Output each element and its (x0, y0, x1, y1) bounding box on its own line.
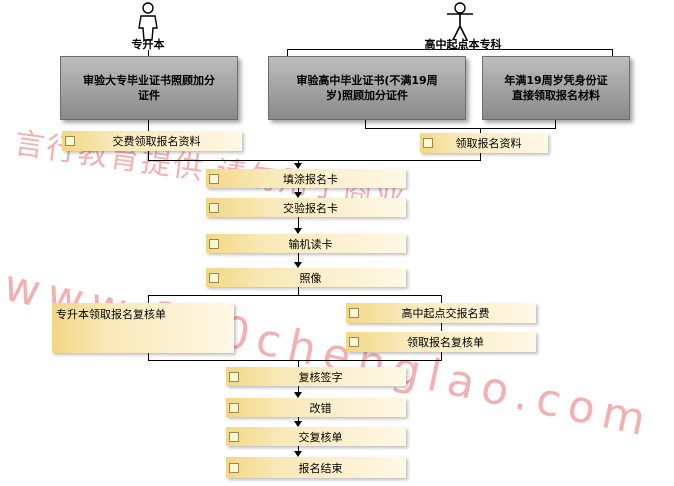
step-pay-get-materials-label: 交费领取报名资料 (112, 135, 201, 148)
person-icon-right (447, 2, 473, 41)
review-highschool-certificate-box: 审验高中毕业证书(不满19周岁)照顾加分证件 (268, 56, 466, 120)
step-get-materials: 领取报名资料 (420, 133, 548, 153)
step-input-card: 输机读卡 (206, 234, 406, 253)
step-review-sign: 复核签字 (226, 367, 406, 386)
age19-materials-box: 年满19周岁凭身份证直接领取报名材料 (482, 56, 630, 120)
step-get-review-sheet: 领取报名复核单 (346, 332, 536, 352)
step-end-label: 报名结束 (298, 461, 343, 475)
step-pay-get-materials: 交费领取报名资料 (62, 131, 242, 151)
step-get-materials-label: 领取报名资料 (455, 137, 522, 150)
step-photo: 照像 (206, 268, 406, 287)
review-bachelor-certificate-text: 审验大专毕业证书照顾加分证件 (83, 74, 215, 102)
step-bachelor-get-review-label: 专升本领取报名复核单 (56, 308, 166, 321)
review-bachelor-certificate-box: 审验大专毕业证书照顾加分证件 (60, 56, 238, 120)
step-fill-card: 填涂报名卡 (206, 169, 406, 188)
step-correct-label: 改错 (309, 401, 332, 415)
step-submit-review-label: 交复核单 (298, 430, 343, 444)
person-icon-left (138, 2, 158, 41)
step-get-review-sheet-label: 领取报名复核单 (407, 336, 484, 349)
step-review-sign-label: 复核签字 (298, 370, 343, 384)
track-label-highschool: 高中起点本专科 (424, 38, 502, 51)
step-bachelor-get-review: 专升本领取报名复核单 (52, 303, 234, 353)
step-hs-pay-fee-label: 高中起点交报名费 (401, 307, 490, 320)
step-submit-card: 交验报名卡 (206, 198, 406, 217)
step-hs-pay-fee: 高中起点交报名费 (346, 303, 536, 323)
step-submit-card-label: 交验报名卡 (283, 201, 338, 215)
track-label-bachelor: 专升本 (131, 38, 165, 51)
review-highschool-certificate-text: 审验高中毕业证书(不满19周岁)照顾加分证件 (296, 74, 438, 102)
step-input-card-label: 输机读卡 (288, 237, 333, 251)
age19-materials-text: 年满19周岁凭身份证直接领取报名材料 (504, 74, 608, 102)
step-fill-card-label: 填涂报名卡 (283, 172, 338, 186)
step-photo-label: 照像 (299, 271, 322, 285)
watermark-text-2: www.100chenglao.com (0, 260, 658, 448)
step-submit-review: 交复核单 (226, 427, 406, 446)
step-correct: 改错 (226, 398, 406, 417)
step-end: 报名结束 (226, 457, 406, 478)
